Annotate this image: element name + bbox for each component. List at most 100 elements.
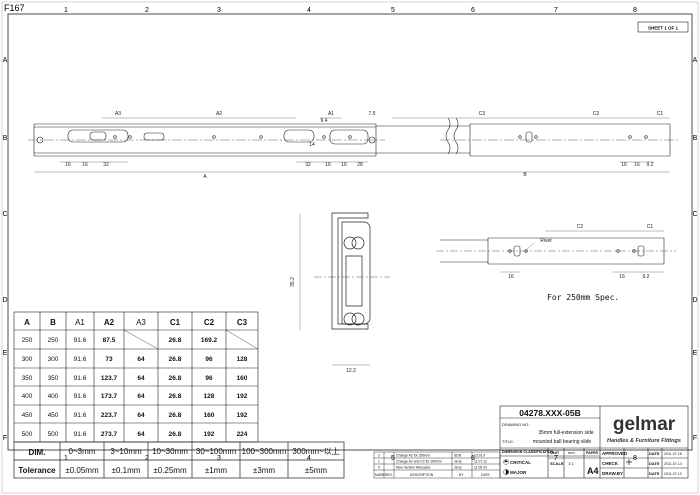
grid-cols-top: 1 2 3 4 5 6 7 8 xyxy=(64,7,637,14)
row-label: F xyxy=(3,435,7,442)
dim-35-2: 35.2 xyxy=(290,277,296,287)
row-label: E xyxy=(693,350,698,357)
tolerance-table xyxy=(13,441,345,479)
spec-cell: 26.8 xyxy=(169,412,182,419)
spec-cell: 91.6 xyxy=(74,337,87,344)
check-label: CHECK xyxy=(602,461,619,466)
col-label: 5 xyxy=(391,7,395,14)
spec-cell: 96 xyxy=(205,356,213,363)
brand-tagline: Handles & Furniture Fittings xyxy=(607,438,681,444)
tol-range: 10~30mm xyxy=(152,447,188,456)
dim-16-a: 16 xyxy=(65,162,71,168)
row-label: B xyxy=(693,135,698,142)
revision-rev: 1 xyxy=(378,460,380,464)
tol-range: 3~10mm xyxy=(110,447,142,456)
spec-cell: 26.8 xyxy=(169,393,182,400)
row-label: A xyxy=(3,57,8,64)
detail-250-labels: C2 C1 Rivet 16 16 9.2 xyxy=(508,224,653,280)
drawing-number: 04278.XXX-05B xyxy=(519,408,580,418)
col-label: 8 xyxy=(633,455,637,462)
dim-overall-b: B xyxy=(523,172,527,178)
scale-value: 1:1 xyxy=(568,461,574,466)
title-block-text: 04278.XXX-05B DRAWING NO.: 35mm full-ext… xyxy=(502,408,682,476)
dim-a3: A3 xyxy=(115,111,121,117)
rev-head: MARK xyxy=(375,473,386,477)
spec-cell: 160 xyxy=(204,412,215,419)
spec-cell: 192 xyxy=(204,431,215,438)
approved-label: APPROVED xyxy=(602,451,628,456)
col-label: 1 xyxy=(64,455,68,462)
rivet-label: Rivet xyxy=(540,238,552,244)
major-label: MAJOR xyxy=(510,470,527,475)
col-label: 8 xyxy=(633,7,637,14)
spec-cell: 123.7 xyxy=(101,375,118,382)
dim-12-2: 12.2 xyxy=(346,368,356,374)
th-a3: A3 xyxy=(136,318,146,327)
spec-cell: 450 xyxy=(22,412,33,419)
row-label: C xyxy=(2,211,7,218)
spec-cell: 87.5 xyxy=(103,337,116,344)
dim-16-c: 16 xyxy=(325,162,331,168)
dim-r-9-2: 9.2 xyxy=(647,162,654,168)
unit-label: UNIT xyxy=(550,450,560,455)
dim-28: 28 xyxy=(357,162,363,168)
dim-32-a: 32 xyxy=(103,162,109,168)
approved-date: 2011.07.16 xyxy=(664,452,682,456)
row-label: B xyxy=(3,135,8,142)
rev-head: DATE xyxy=(481,473,491,477)
th-b: B xyxy=(50,318,56,327)
dim-detail-9-2: 9.2 xyxy=(643,274,650,280)
tol-value: ±5mm xyxy=(305,466,328,475)
detail-caption: For 250mm Spec. xyxy=(547,293,619,302)
col-label: 4 xyxy=(307,455,311,462)
spec-cell: 500 xyxy=(22,431,33,438)
major-icon-fill xyxy=(505,469,509,475)
col-label: 6 xyxy=(471,455,475,462)
symbol-icons xyxy=(503,459,632,475)
dim-a1: A1 xyxy=(328,111,334,117)
dim-a2: A2 xyxy=(216,111,222,117)
spec-cell: 300 xyxy=(48,356,59,363)
tol-value: ±0.1mm xyxy=(112,466,141,475)
dim-9-4: 9.4 xyxy=(321,118,328,124)
dim-14: 14 xyxy=(309,142,315,148)
side-view xyxy=(28,117,680,157)
sheet-code: F167 xyxy=(4,3,25,13)
title-block xyxy=(499,405,689,479)
revision-desc: Change A2 and C2 for 300mm xyxy=(396,460,442,464)
brand-logo: gelmar xyxy=(613,414,676,435)
tol-dim-label: DIM. xyxy=(29,448,46,457)
drawing-no-label: DRAWING NO.: xyxy=(502,422,531,427)
dim-detail-c2: C2 xyxy=(577,224,584,230)
revision-headers: MARK REV. DESCRIPTION BY DATE xyxy=(375,473,491,477)
col-label: 3 xyxy=(217,455,221,462)
spec-cell: 223.7 xyxy=(101,412,118,419)
dim-detail-16: 16 xyxy=(508,274,514,280)
frame xyxy=(7,13,693,451)
rev-head: DESCRIPTION xyxy=(410,473,434,477)
th-c1: C1 xyxy=(170,318,181,327)
paper-label: PAPER xyxy=(586,451,599,455)
tol-range: 100~300mm xyxy=(242,447,287,456)
dim-16-d: 16 xyxy=(341,162,347,168)
date-label: DATE xyxy=(649,471,660,476)
row-label: E xyxy=(3,350,8,357)
row-label: A xyxy=(693,57,698,64)
tol-value: ±1mm xyxy=(205,466,228,475)
tol-range: 0~3mm xyxy=(69,447,96,456)
tol-value: ±0.25mm xyxy=(153,466,187,475)
tol-value: ±0.05mm xyxy=(65,466,99,475)
revision-date: 13.01.9 xyxy=(474,454,485,458)
dim-detail-c1: C1 xyxy=(647,224,654,230)
dim-c1: C1 xyxy=(657,111,664,117)
spec-cell: 64 xyxy=(137,431,145,438)
spec-cell: 26.8 xyxy=(169,337,182,344)
spec-cell: 250 xyxy=(48,337,59,344)
check-stamp-icon xyxy=(626,459,632,465)
revision-rev: 2 xyxy=(378,454,380,458)
drawby-label: DRAW.BY xyxy=(602,471,623,476)
col-label: 3 xyxy=(217,7,221,14)
row-label: D xyxy=(692,297,697,304)
revision-rev: 0 xyxy=(378,466,380,470)
spec-cell: 160 xyxy=(237,375,248,382)
